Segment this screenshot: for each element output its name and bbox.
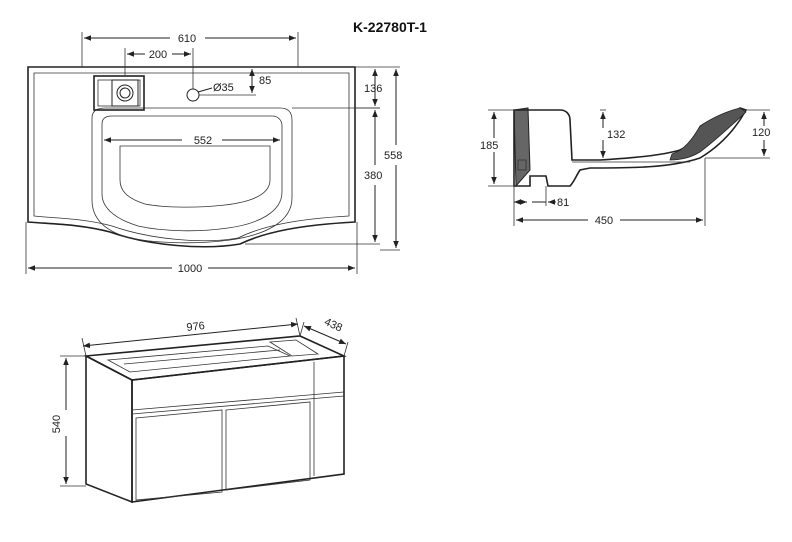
dim-lip-height: 120: [752, 127, 770, 139]
dim-side-bowl-height: 132: [607, 129, 625, 141]
lip-section: [669, 107, 747, 161]
tap-hole: [186, 88, 200, 102]
dim-cabinet-height: 540: [51, 415, 63, 433]
cabinet-top-rail: [123, 349, 281, 365]
side-view: 185 132 120 81 450: [480, 107, 770, 227]
dim-back-offset: 81: [557, 197, 569, 209]
bowl-inner: [101, 115, 283, 232]
drawer-line-1: [131, 391, 345, 411]
cabinet-view: 976 438 540: [51, 316, 349, 504]
basin-outline: [27, 66, 356, 248]
faucet-block: [93, 75, 145, 111]
dim-bowl-width: 552: [194, 135, 212, 147]
faucet-knob-inner: [119, 87, 131, 99]
bowl-outline: [91, 107, 293, 244]
back-wall-section: [513, 107, 531, 188]
top-view: 610 200 85 Ø35 552 136 380 558: [25, 32, 402, 275]
left-door: [135, 409, 223, 501]
dim-front-margin: 136: [364, 83, 382, 95]
cabinet-top-notch: [268, 339, 320, 357]
basin-inner-outline: [33, 72, 350, 242]
drawer-line-2: [131, 395, 345, 415]
dim-total-depth: 558: [384, 150, 402, 162]
dim-hole-diameter: Ø35: [213, 82, 234, 94]
bowl-floor: [119, 145, 271, 208]
dim-cabinet-depth: 438: [322, 316, 344, 334]
dim-cabinet-width: 976: [186, 320, 206, 334]
cabinet-top-cutout: [106, 345, 292, 373]
cabinet-top: [83, 335, 347, 381]
side-profile: [513, 107, 748, 187]
right-door: [225, 401, 311, 491]
model-title: K-22780T-1: [353, 19, 427, 35]
dim-faucet-offset: 200: [149, 49, 167, 61]
dim-total-width: 1000: [178, 263, 202, 275]
drain-detail: [517, 159, 527, 171]
faucet-block-inner: [97, 79, 141, 107]
faucet-knob-outer: [116, 84, 134, 102]
cabinet-side: [85, 354, 133, 504]
dim-hole-offset: 85: [259, 75, 271, 87]
dim-faucet-span: 610: [178, 33, 196, 45]
faucet-base: [111, 79, 139, 107]
dim-side-height: 185: [480, 140, 498, 152]
dim-bowl-depth: 380: [364, 170, 382, 182]
cabinet-front: [131, 355, 345, 503]
dim-side-depth: 450: [595, 215, 613, 227]
